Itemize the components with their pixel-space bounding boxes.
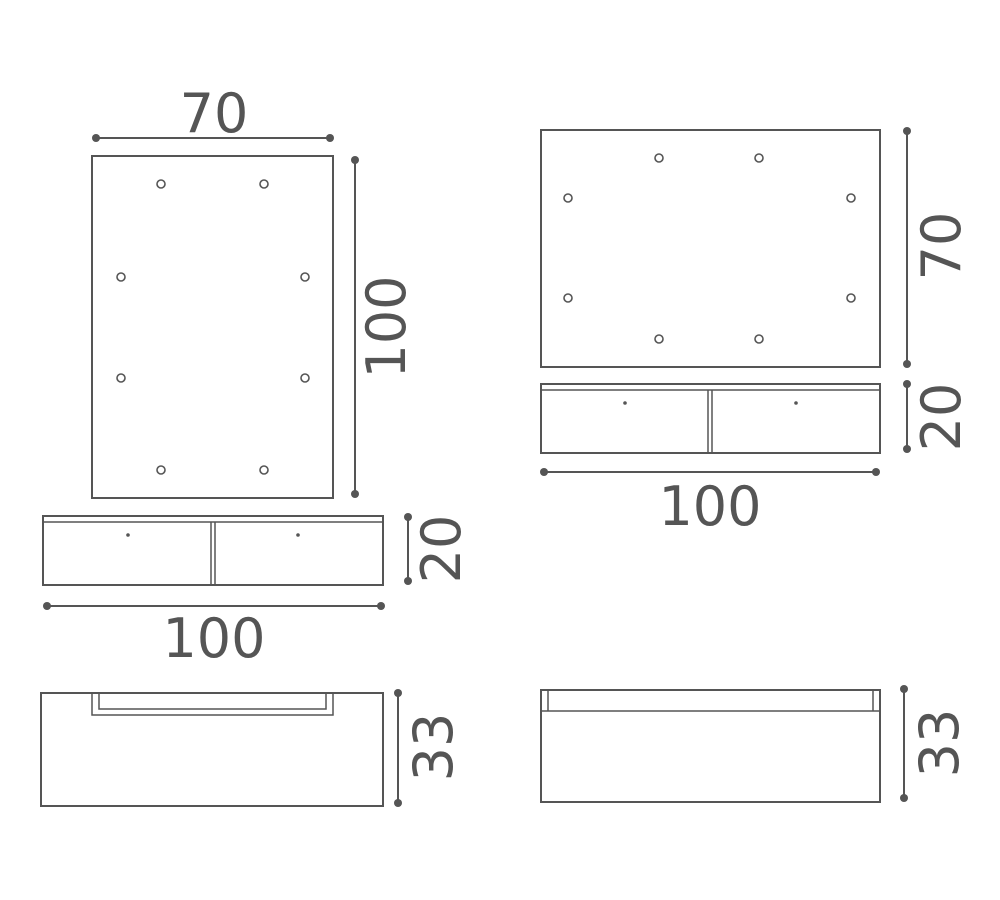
dimension-end xyxy=(872,468,880,476)
mounting-hole xyxy=(654,153,664,163)
drawer-unit-front-b xyxy=(540,383,881,454)
mounting-hole xyxy=(259,179,269,189)
side-outline xyxy=(540,689,881,803)
mirror-outline xyxy=(91,155,334,499)
mounting-hole xyxy=(300,272,310,282)
dimension-end xyxy=(404,577,412,585)
top-recess xyxy=(91,693,334,716)
dimension-label: 100 xyxy=(658,475,761,538)
dimension-end xyxy=(326,134,334,142)
side-outline xyxy=(40,692,384,807)
top-recess-inner xyxy=(98,693,327,710)
mirror-outline xyxy=(540,129,881,368)
mounting-hole xyxy=(563,193,573,203)
dimension-mirror-height-b: 70 xyxy=(903,127,973,368)
mirror-panel-horizontal xyxy=(540,129,881,368)
dimension-drawer-height-b: 20 xyxy=(903,380,973,453)
drawer-unit-front-a xyxy=(42,515,384,586)
drawer-knob xyxy=(126,533,130,537)
mounting-hole xyxy=(754,153,764,163)
dimension-end xyxy=(903,360,911,368)
dimension-end xyxy=(903,127,911,135)
dimension-end xyxy=(351,156,359,164)
dimension-end xyxy=(377,602,385,610)
layout-b: 70 20 100 xyxy=(540,127,973,803)
dimension-label: 20 xyxy=(410,515,473,584)
mounting-hole xyxy=(846,193,856,203)
mounting-hole xyxy=(116,272,126,282)
mounting-hole xyxy=(156,465,166,475)
dimension-label: 33 xyxy=(402,713,465,782)
dimension-end xyxy=(900,685,908,693)
drawer-unit-side-b xyxy=(540,689,881,803)
dimension-end xyxy=(92,134,100,142)
dimension-depth-a: 33 xyxy=(394,689,465,807)
drawer-unit-side-a xyxy=(40,692,384,807)
mounting-hole xyxy=(563,293,573,303)
dimension-end xyxy=(394,689,402,697)
mounting-hole xyxy=(116,373,126,383)
dimension-end xyxy=(394,799,402,807)
dimension-end xyxy=(351,490,359,498)
dimension-depth-b: 33 xyxy=(900,685,971,802)
dimension-label: 70 xyxy=(910,212,973,281)
dimension-label: 100 xyxy=(162,607,265,670)
dimension-mirror-width-a: 70 xyxy=(92,82,334,145)
drawer-knob xyxy=(296,533,300,537)
dimension-end xyxy=(900,794,908,802)
drawer-knob xyxy=(794,401,798,405)
drawer-outline xyxy=(42,515,384,586)
drawer-knob xyxy=(623,401,627,405)
dimension-label: 70 xyxy=(180,82,249,145)
mounting-hole xyxy=(300,373,310,383)
dimension-mirror-height-a: 100 xyxy=(351,156,418,498)
layout-a: 70 100 xyxy=(40,82,473,807)
mounting-hole xyxy=(259,465,269,475)
dimension-label: 20 xyxy=(910,383,973,452)
drawer-outline xyxy=(540,383,881,454)
dimension-end xyxy=(540,468,548,476)
mounting-hole xyxy=(846,293,856,303)
dimension-drawer-height-a: 20 xyxy=(404,513,473,585)
mounting-hole xyxy=(156,179,166,189)
dimension-end xyxy=(404,513,412,521)
mounting-hole xyxy=(754,334,764,344)
dimension-end xyxy=(903,445,911,453)
mounting-hole xyxy=(654,334,664,344)
dimension-label: 100 xyxy=(355,275,418,378)
dimension-end xyxy=(903,380,911,388)
dimension-drawer-width-a: 100 xyxy=(43,602,385,670)
dimension-end xyxy=(43,602,51,610)
dimension-drawer-width-b: 100 xyxy=(540,468,880,538)
dimension-label: 33 xyxy=(908,709,971,778)
mirror-panel-vertical xyxy=(91,155,334,499)
